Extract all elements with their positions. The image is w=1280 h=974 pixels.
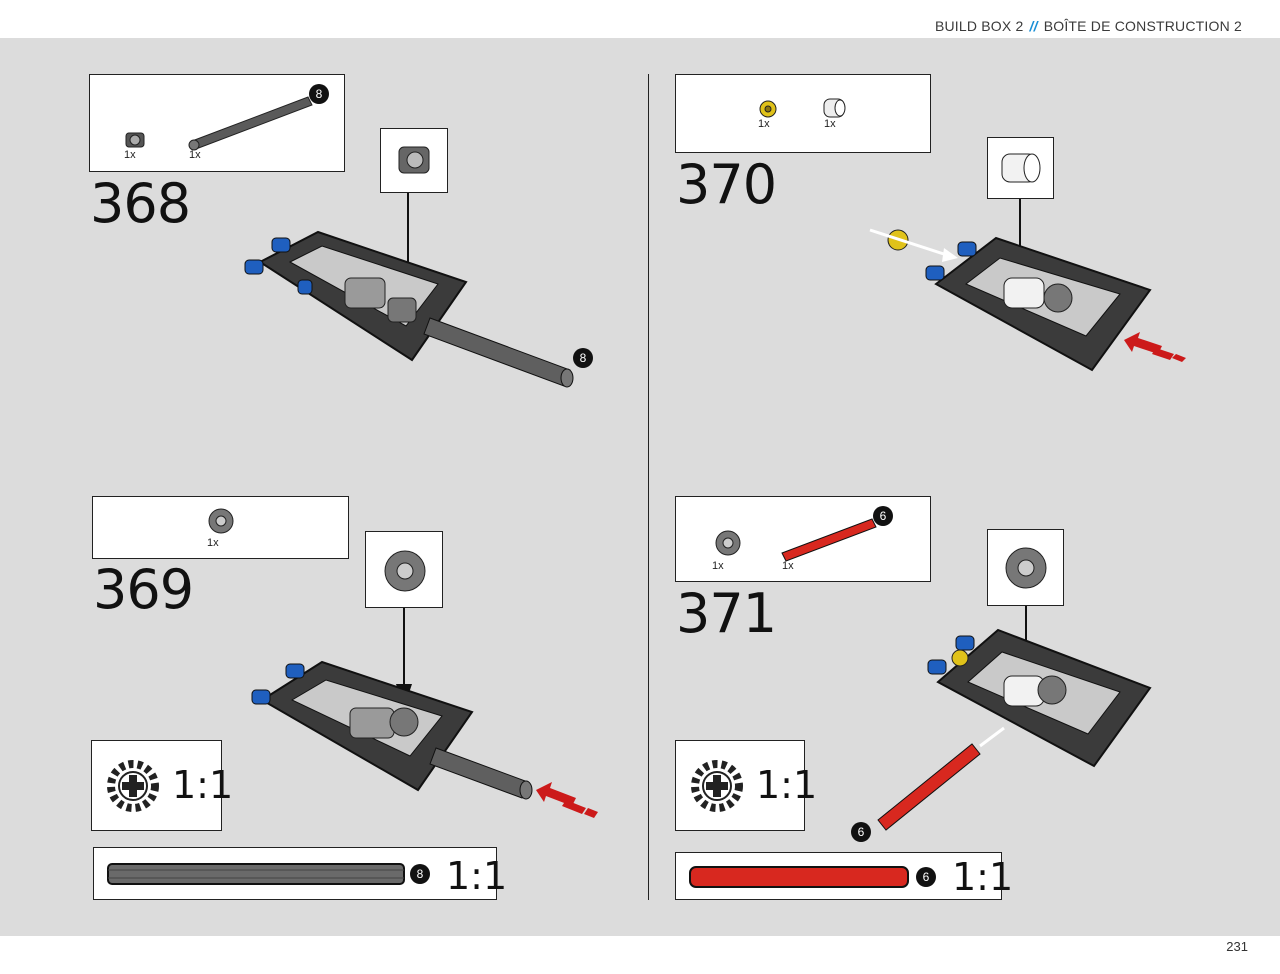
header-separator: // — [1029, 18, 1038, 34]
axle-length-badge: 8 — [309, 84, 329, 104]
red-axle-part-icon — [781, 518, 877, 562]
gear-ratio-icon — [691, 760, 743, 812]
callout-box-370 — [987, 137, 1054, 199]
step-number: 371 — [676, 582, 777, 645]
callout-length-badge: 8 — [573, 348, 593, 368]
callout-box-368 — [380, 128, 448, 193]
callout-box-371 — [987, 529, 1064, 606]
ratio-axle-box-369: 8 1:1 — [93, 847, 507, 900]
gear-part-icon — [208, 508, 234, 534]
part-qty: 1x — [189, 149, 201, 161]
bush-callout-icon — [398, 146, 430, 174]
gear-ratio-label: 1:1 — [756, 763, 818, 807]
page-footer — [0, 936, 1280, 974]
ratio-gear-box-369: 1:1 — [91, 740, 233, 831]
ratio-gear-box-371: 1:1 — [675, 740, 817, 831]
column-divider — [648, 74, 649, 900]
axle-part-icon — [188, 96, 313, 151]
step-number: 370 — [676, 153, 777, 216]
parts-illustration-370 — [759, 98, 846, 118]
gear-callout-icon — [1005, 547, 1047, 589]
gray-axle-ratio-icon — [107, 863, 405, 885]
part-qty: 1x — [207, 537, 219, 549]
assembly-illustration-368 — [244, 193, 574, 388]
parts-box-371: 1x 1x 6 — [675, 496, 931, 582]
axle-length-badge: 8 — [410, 864, 430, 884]
assembly-illustration-371 — [877, 606, 1152, 831]
callout-box-369 — [365, 531, 443, 608]
assembly-illustration-370 — [869, 199, 1186, 372]
parts-box-369: 1x — [92, 496, 349, 559]
white-bush-icon — [823, 98, 846, 118]
assembly-illustration-369 — [251, 608, 598, 818]
gear-part-icon — [715, 530, 741, 556]
axle-ratio-label: 1:1 — [446, 854, 508, 898]
yellow-bush-icon — [759, 100, 777, 118]
part-qty: 1x — [758, 118, 770, 130]
red-axle-ratio-icon — [689, 866, 909, 888]
part-qty: 1x — [824, 118, 836, 130]
page-header: BUILD BOX 2 // BOÎTE DE CONSTRUCTION 2 — [0, 0, 1280, 38]
bush-part-icon — [125, 132, 145, 148]
parts-illustration-368 — [125, 96, 313, 151]
step-number: 369 — [93, 558, 194, 621]
axle-length-badge: 6 — [916, 867, 936, 887]
part-qty: 1x — [782, 560, 794, 572]
gear-ratio-label: 1:1 — [172, 763, 234, 807]
axle-length-badge: 6 — [873, 506, 893, 526]
ratio-axle-box-371: 6 1:1 — [675, 852, 1013, 900]
white-bush-callout-icon — [1001, 153, 1041, 183]
parts-illustration-371 — [715, 518, 877, 562]
part-qty: 1x — [712, 560, 724, 572]
parts-box-368: 1x 1x 8 — [89, 74, 345, 172]
header-title-fr: BOÎTE DE CONSTRUCTION 2 — [1043, 18, 1242, 34]
header-title: BUILD BOX 2 // BOÎTE DE CONSTRUCTION 2 — [935, 18, 1242, 34]
header-title-en: BUILD BOX 2 — [934, 18, 1024, 34]
callout-length-badge: 6 — [851, 822, 871, 842]
gear-ratio-icon — [107, 760, 159, 812]
step-number: 368 — [90, 172, 191, 235]
parts-box-370: 1x 1x — [675, 74, 931, 153]
gear-callout-icon — [384, 550, 426, 592]
part-qty: 1x — [124, 149, 136, 161]
axle-ratio-label: 1:1 — [952, 855, 1014, 899]
page-number: 231 — [1226, 939, 1248, 954]
